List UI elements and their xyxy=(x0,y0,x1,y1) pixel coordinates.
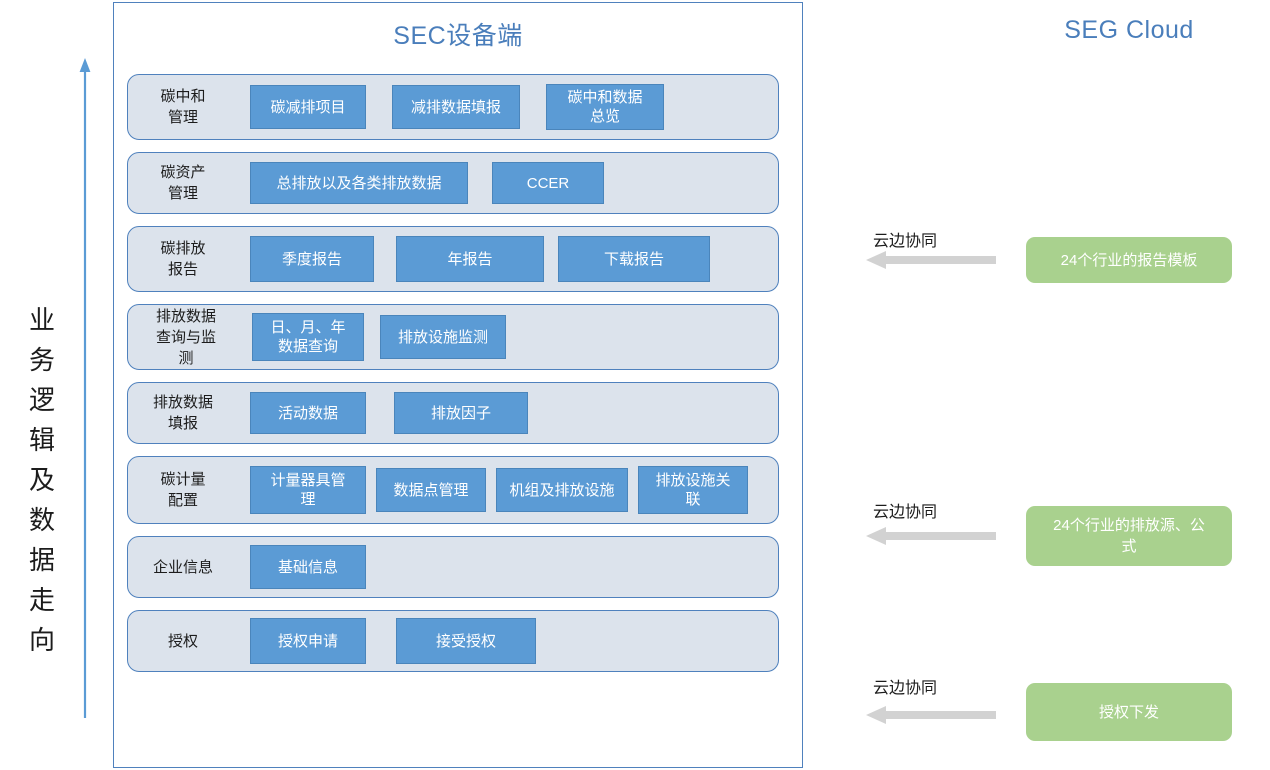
module-tile-group: 基础信息 xyxy=(238,537,778,597)
sec-module-row-list: 碳中和 管理碳减排项目减排数据填报碳中和数据 总览碳资产 管理总排放以及各类排放… xyxy=(127,74,779,684)
cloud-edge-sync-label: 云边协同 xyxy=(873,504,938,521)
module-tile-button[interactable]: 计量器具管 理 xyxy=(250,466,366,514)
module-row-label: 授权 xyxy=(167,632,198,650)
module-row: 碳计量 配置计量器具管 理数据点管理机组及排放设施排放设施关 联 xyxy=(127,456,779,524)
module-row: 授权 授权申请接受授权 xyxy=(127,610,779,672)
cloud-capability-card[interactable]: 24个行业的报告模板 xyxy=(1026,237,1232,283)
module-tile-button[interactable]: 基础信息 xyxy=(250,545,366,589)
business-flow-annotation: 业 务 逻 辑 及 数 据 走 向 xyxy=(0,0,110,770)
module-row-label: 碳资产 管理 xyxy=(160,164,206,202)
module-row-label: 碳计量 配置 xyxy=(160,471,206,509)
left-arrow-icon xyxy=(866,251,996,269)
module-row: 碳中和 管理碳减排项目减排数据填报碳中和数据 总览 xyxy=(127,74,779,140)
module-tile-button[interactable]: 接受授权 xyxy=(396,618,536,664)
module-tile-button[interactable]: 活动数据 xyxy=(250,392,366,434)
module-row-label: 排放数据 查询与监 测 xyxy=(155,307,216,367)
cloud-edge-sync-label: 云边协同 xyxy=(873,680,938,697)
module-tile-button[interactable]: 机组及排放设施 xyxy=(496,468,628,512)
module-tile-button[interactable]: 总排放以及各类排放数据 xyxy=(250,162,468,204)
left-arrow-icon xyxy=(866,706,996,724)
module-tile-button[interactable]: 排放设施关 联 xyxy=(638,466,748,514)
left-arrow-icon xyxy=(866,527,996,545)
seg-cloud-title: SEG Cloud xyxy=(1064,16,1194,44)
module-row: 排放数据 填报活动数据排放因子 xyxy=(127,382,779,444)
module-tile-button[interactable]: CCER xyxy=(492,162,604,204)
module-tile-group: 季度报告年报告下载报告 xyxy=(238,227,778,291)
module-row-label: 企业信息 xyxy=(152,558,213,576)
module-row: 企业信息 基础信息 xyxy=(127,536,779,598)
module-tile-button[interactable]: 排放设施监测 xyxy=(380,315,506,359)
cloud-capability-card[interactable]: 24个行业的排放源、公 式 xyxy=(1026,506,1232,566)
module-row-label: 碳排放 报告 xyxy=(160,240,206,278)
flow-direction-label: 业 务 逻 辑 及 数 据 走 向 xyxy=(28,305,55,655)
module-row-label: 排放数据 填报 xyxy=(152,394,213,432)
module-tile-group: 日、月、年 数据查询排放设施监测 xyxy=(244,305,778,369)
module-tile-group: 计量器具管 理数据点管理机组及排放设施排放设施关 联 xyxy=(238,457,778,523)
module-row-label: 碳中和 管理 xyxy=(160,88,206,126)
module-tile-button[interactable]: 下载报告 xyxy=(558,236,710,282)
module-tile-button[interactable]: 年报告 xyxy=(396,236,544,282)
sec-panel-title: SEC设备端 xyxy=(393,22,523,50)
module-tile-button[interactable]: 碳减排项目 xyxy=(250,85,366,129)
cloud-edge-sync-label: 云边协同 xyxy=(873,233,938,250)
module-tile-button[interactable]: 碳中和数据 总览 xyxy=(546,84,664,130)
module-row: 排放数据 查询与监 测日、月、年 数据查询排放设施监测 xyxy=(127,304,779,370)
up-arrow-icon xyxy=(79,58,91,718)
module-row: 碳资产 管理 总排放以及各类排放数据 CCER xyxy=(127,152,779,214)
module-tile-group: 总排放以及各类排放数据 CCER xyxy=(238,153,778,213)
module-tile-button[interactable]: 数据点管理 xyxy=(376,468,486,512)
module-tile-button[interactable]: 排放因子 xyxy=(394,392,528,434)
module-row: 碳排放 报告季度报告年报告下载报告 xyxy=(127,226,779,292)
cloud-capability-card[interactable]: 授权下发 xyxy=(1026,683,1232,741)
module-tile-button[interactable]: 授权申请 xyxy=(250,618,366,664)
module-tile-button[interactable]: 季度报告 xyxy=(250,236,374,282)
module-tile-group: 碳减排项目减排数据填报碳中和数据 总览 xyxy=(238,75,778,139)
module-tile-button[interactable]: 日、月、年 数据查询 xyxy=(252,313,364,361)
module-tile-button[interactable]: 减排数据填报 xyxy=(392,85,520,129)
module-tile-group: 活动数据排放因子 xyxy=(238,383,778,443)
module-tile-group: 授权申请接受授权 xyxy=(238,611,778,671)
